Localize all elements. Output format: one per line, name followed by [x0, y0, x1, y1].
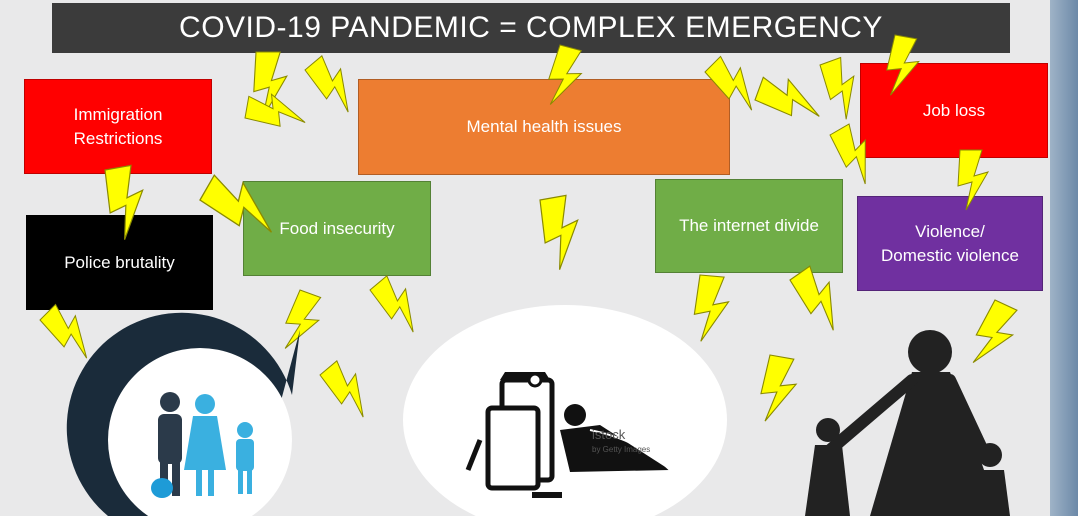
page-title: COVID-19 PANDEMIC = COMPLEX EMERGENCY [52, 3, 1010, 53]
violence-box: Violence/ Domestic violence [857, 196, 1043, 291]
internet-divide-box: The internet divide [655, 179, 843, 273]
watermark-credit: by Getty Images [592, 445, 651, 454]
watermark-text: istock [592, 427, 626, 442]
family-migrant-icon [66, 312, 300, 516]
mental-health-box: Mental health issues [358, 79, 730, 175]
immigration-restrictions-box: Immigration Restrictions [24, 79, 212, 174]
police-brutality-box: Police brutality [26, 215, 213, 310]
homeless-person-icon [403, 305, 727, 516]
title-text: COVID-19 PANDEMIC = COMPLEX EMERGENCY [179, 11, 883, 44]
watermark: istock by Getty Images [592, 428, 650, 454]
family-silhouette-icon [805, 330, 1010, 516]
background-edge-strip [1050, 0, 1078, 516]
food-insecurity-box: Food insecurity [243, 181, 431, 276]
job-loss-box: Job loss [860, 63, 1048, 158]
